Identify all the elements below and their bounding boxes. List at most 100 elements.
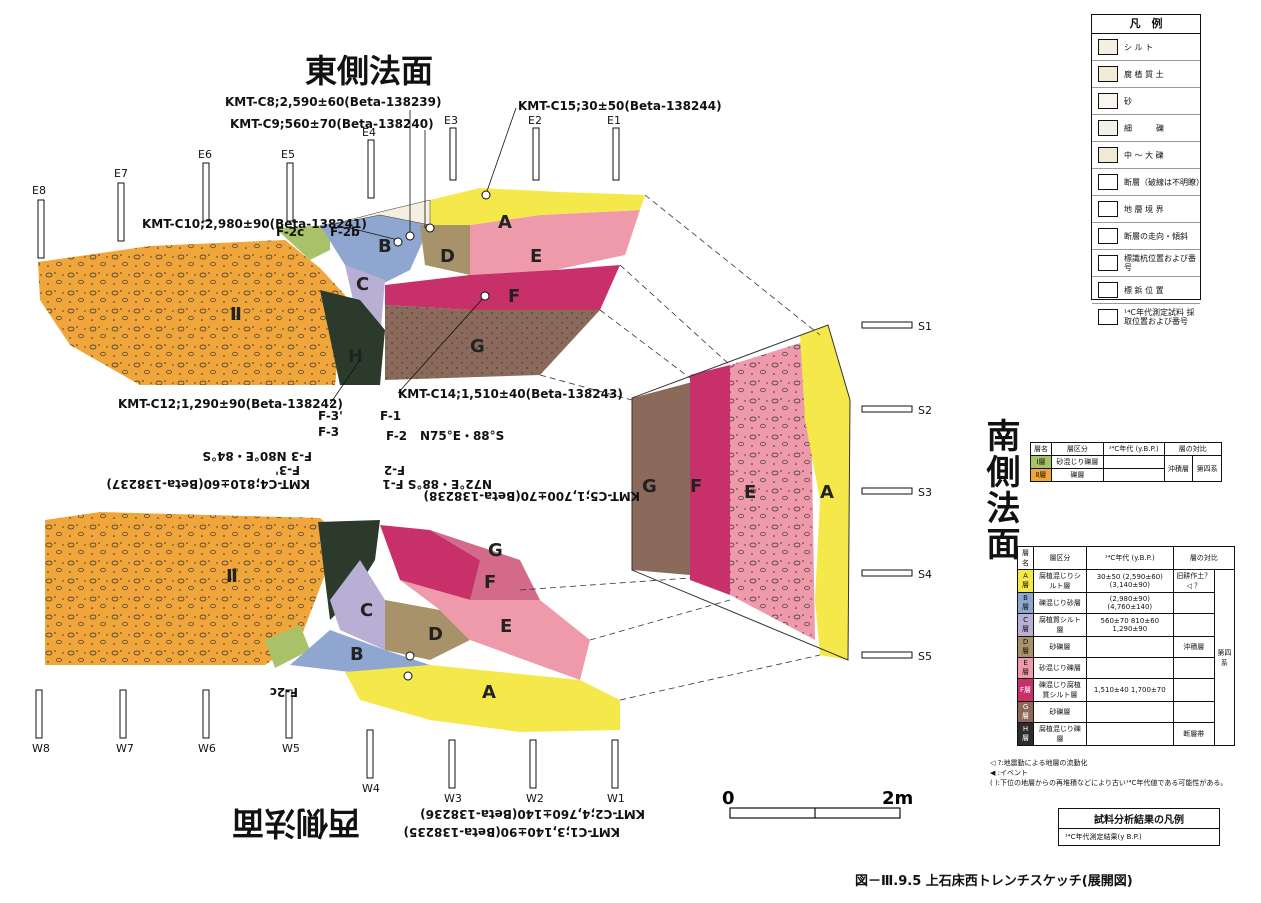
sample-label: KMT-C2;4,760±140(Beta-138236)	[420, 807, 645, 821]
gravel-swatch	[1098, 147, 1118, 163]
strike-dip-icon	[1098, 228, 1118, 244]
stake-label: S5	[918, 650, 932, 663]
sample-label: KMT-C10;2,980±90(Beta-138241)	[142, 217, 367, 231]
south-layer-G	[632, 380, 700, 575]
layer-letter-g: G	[642, 476, 657, 497]
west-layer-E	[400, 580, 590, 680]
legend-item-fine-gravel: 細 礫	[1092, 115, 1200, 142]
legend: 凡 例 シ ル ト 腐 植 質 土 砂 細 礫 中 ～ 大 礫 断層（破線は不明…	[1091, 14, 1204, 326]
note-line: ◀ :イベント	[990, 769, 1028, 777]
fault-label: F-2c	[270, 685, 298, 699]
legend-title: 凡 例	[1092, 15, 1200, 34]
scale-max: 2m	[882, 788, 913, 809]
stake-label: E1	[607, 114, 621, 127]
table-row: G層砂礫層	[1016, 701, 1235, 723]
sample-label: KMT-C8;2,590±60(Beta-138239)	[225, 95, 441, 109]
layer-letter-a: A	[498, 212, 512, 233]
west-slope	[45, 512, 620, 732]
layer-letter-b: B	[350, 644, 364, 665]
stake-icon	[1098, 255, 1118, 271]
stake-label: W1	[607, 792, 625, 805]
stake-label: W3	[444, 792, 462, 805]
west-layer-H	[318, 520, 380, 620]
layer-letter-b: B	[378, 236, 392, 257]
note-line: ◁ ?:地震動による地層の流動化	[990, 759, 1088, 767]
stake-labels-south: S1 S2 S3 S4 S5	[918, 320, 932, 663]
east-layer-H	[320, 290, 385, 385]
legend-item-sand: 砂	[1092, 88, 1200, 115]
humic-swatch	[1098, 66, 1118, 82]
west-title: 西側法面	[232, 804, 360, 842]
stake-label: W7	[116, 742, 134, 755]
stake-labels-east: E8 E7 E6 E5 E4 E3 E2 E1	[32, 114, 621, 197]
legend-item-pin: 標 鋲 位 置	[1092, 277, 1200, 304]
table-header: 層名層区分 ¹⁴C年代 (y.B.P.)層の対比	[1030, 442, 1223, 456]
layer-letter-ii: Ⅱ	[230, 304, 242, 325]
stake-label: E7	[114, 167, 128, 180]
sample-label: KMT-C1;3,140±90(Beta-138235)	[404, 825, 620, 839]
legend-item-stake: 標識杭位置および番号	[1092, 250, 1200, 277]
sample-legend-title: 試料分析結果の凡例	[1059, 809, 1219, 829]
south-title: 南側法面	[980, 418, 1020, 562]
table-row: E層砂混じり礫層	[1016, 657, 1235, 679]
note-line: ( ):下位の地層からの再堆積などにより古い¹⁴C年代値である可能性がある。	[990, 779, 1228, 787]
east-layer-I	[275, 225, 330, 260]
stake-label: S3	[918, 486, 932, 499]
stake-labels-west: W8 W7 W6 W5 W4 W3 W2 W1	[32, 742, 625, 805]
layer-letter-f: F	[484, 572, 496, 593]
table-row: D層砂礫層沖積層	[1016, 636, 1235, 658]
stake-label: S2	[918, 404, 932, 417]
south-slope	[631, 324, 851, 661]
layer-letter-e: E	[744, 482, 756, 503]
sample-label: KMT-C4;810±60(Beta-138237)	[106, 477, 310, 491]
correlation-lines	[519, 194, 821, 701]
sample-markers	[393, 190, 491, 681]
stakes-west	[35, 689, 619, 789]
stake-label: W4	[362, 782, 380, 795]
sample-legend: 試料分析結果の凡例 ¹⁴C年代測定結果(y B.P.)	[1058, 808, 1220, 846]
layer-letter-d: D	[440, 246, 455, 267]
stake-label: E3	[444, 114, 458, 127]
legend-item-strike: 断層の走向・傾斜	[1092, 223, 1200, 250]
legend-item-boundary: 地 層 境 界	[1092, 196, 1200, 223]
sample-label: KMT-C15;30±50(Beta-138244)	[518, 99, 722, 113]
layer-letter-c: C	[360, 600, 373, 621]
legend-item-humic: 腐 植 質 土	[1092, 61, 1200, 88]
layer-letters: A B C D E F G H Ⅱ A B C D E F G Ⅱ A E F …	[226, 212, 834, 703]
legend-item-sample: ¹⁴C年代測定試料 採取位置および番号	[1092, 304, 1200, 330]
legend-item-silt: シ ル ト	[1092, 34, 1200, 61]
east-layer-B	[320, 215, 430, 285]
fault-label: F-3	[318, 425, 339, 439]
west-fault-labels: F-3 N80°E・84°S F-3' F-2 N72°E・88°S F-1 F…	[202, 449, 492, 699]
fault-label: F-2	[386, 429, 407, 443]
fault-label: F-2b	[330, 225, 360, 239]
fault-label: F-2	[384, 463, 405, 477]
sample-legend-text: ¹⁴C年代測定結果(y B.P.)	[1065, 833, 1142, 841]
silt-swatch	[1098, 39, 1118, 55]
west-layer-A	[345, 665, 620, 732]
layer-letter-g: G	[488, 540, 503, 561]
table-header: 層名層区分 ¹⁴C年代 (y.B.P.)層の対比	[1016, 546, 1236, 570]
west-layer-B	[290, 630, 430, 672]
legend-item-fault: 断層（破線は不明瞭）	[1092, 169, 1204, 196]
stake-label: W6	[198, 742, 216, 755]
legend-item-gravel: 中 ～ 大 礫	[1092, 142, 1200, 169]
table-row: Ⅱ層 礫層	[1030, 468, 1222, 482]
south-layer-A	[800, 325, 850, 660]
layer-letter-ii: Ⅱ	[226, 566, 238, 587]
west-layer-C	[330, 560, 385, 650]
layer-letter-f: F	[690, 476, 702, 497]
east-title: 東側法面	[305, 52, 433, 90]
south-layer-F	[690, 365, 730, 595]
fault-label: N75°E・88°S	[420, 429, 504, 443]
layer-letter-g: G	[470, 336, 485, 357]
layer-letter-a: A	[482, 682, 496, 703]
east-layer-E	[470, 210, 640, 275]
stake-label: W2	[526, 792, 544, 805]
west-layer-D	[385, 600, 470, 660]
fine-gravel-swatch	[1098, 120, 1118, 136]
sample-label: KMT-C14;1,510±40(Beta-138243)	[398, 387, 623, 401]
